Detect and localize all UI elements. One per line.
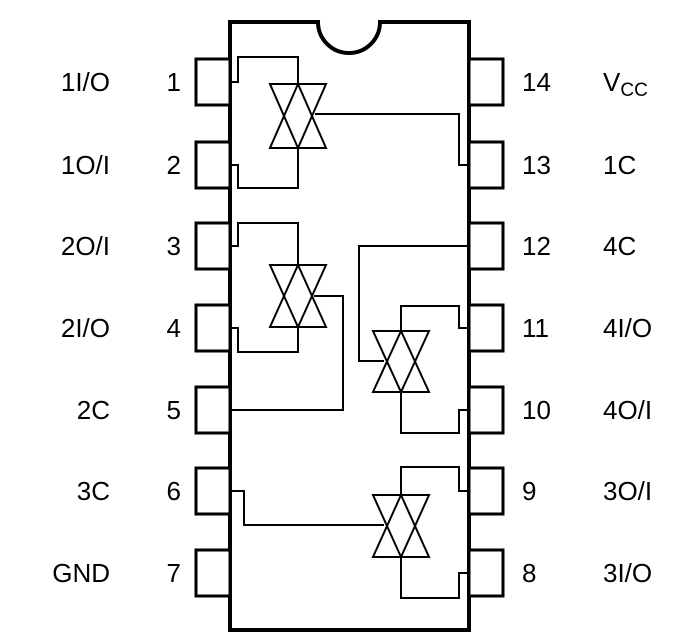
pin-4-label: 2I/O: [61, 313, 110, 343]
pin-12: [467, 221, 505, 271]
pin-8-label: 3I/O: [603, 558, 652, 588]
pin-14-number: 14: [522, 67, 551, 97]
switch-2: [230, 222, 344, 411]
pin-9: [467, 466, 505, 516]
pin-14-label: VCC: [603, 67, 648, 101]
pin-4: [194, 303, 232, 353]
pin-5-label: 2C: [77, 395, 110, 425]
pin-11: [467, 303, 505, 353]
pin-2-label: 1O/I: [61, 150, 110, 180]
pin-6: [194, 466, 232, 516]
pin-6-label: 3C: [77, 476, 110, 506]
pin-13-number: 13: [522, 150, 551, 180]
pin-4-number: 4: [167, 313, 181, 343]
pin-7-label: GND: [52, 558, 110, 588]
pin-2-number: 2: [167, 150, 181, 180]
pin-14: [467, 57, 505, 107]
pin-7: [194, 548, 232, 598]
pin-1: [194, 57, 232, 107]
pin-11-label: 4I/O: [603, 313, 652, 343]
pin-9-number: 9: [522, 476, 536, 506]
pin-3-number: 3: [167, 231, 181, 261]
pin-11-number: 11: [522, 313, 549, 343]
pin-14-label-sub: CC: [620, 80, 647, 101]
pin-9-label: 3O/I: [603, 476, 652, 506]
switch-3: [230, 466, 469, 599]
pin-6-number: 6: [167, 476, 181, 506]
pin-3-label: 2O/I: [61, 231, 110, 261]
pin-3: [194, 221, 232, 271]
pin-5: [194, 385, 232, 435]
switch-1: [230, 56, 469, 189]
pin-14-label-main: V: [603, 67, 621, 97]
pin-12-number: 12: [522, 231, 551, 261]
pin-7-number: 7: [167, 558, 181, 588]
ic-body: [228, 20, 471, 632]
pin-10: [467, 385, 505, 435]
pin-1-label: 1I/O: [61, 67, 110, 97]
pin-8: [467, 548, 505, 598]
pin-2: [194, 140, 232, 190]
pin-10-label: 4O/I: [603, 395, 652, 425]
pin-13-label: 1C: [603, 150, 636, 180]
pin-13: [467, 140, 505, 190]
pin-1-number: 1: [167, 67, 181, 97]
pin-8-number: 8: [522, 558, 536, 588]
pin-5-number: 5: [167, 395, 181, 425]
switch-4: [358, 245, 469, 434]
pin-12-label: 4C: [603, 231, 636, 261]
pin-10-number: 10: [522, 395, 551, 425]
